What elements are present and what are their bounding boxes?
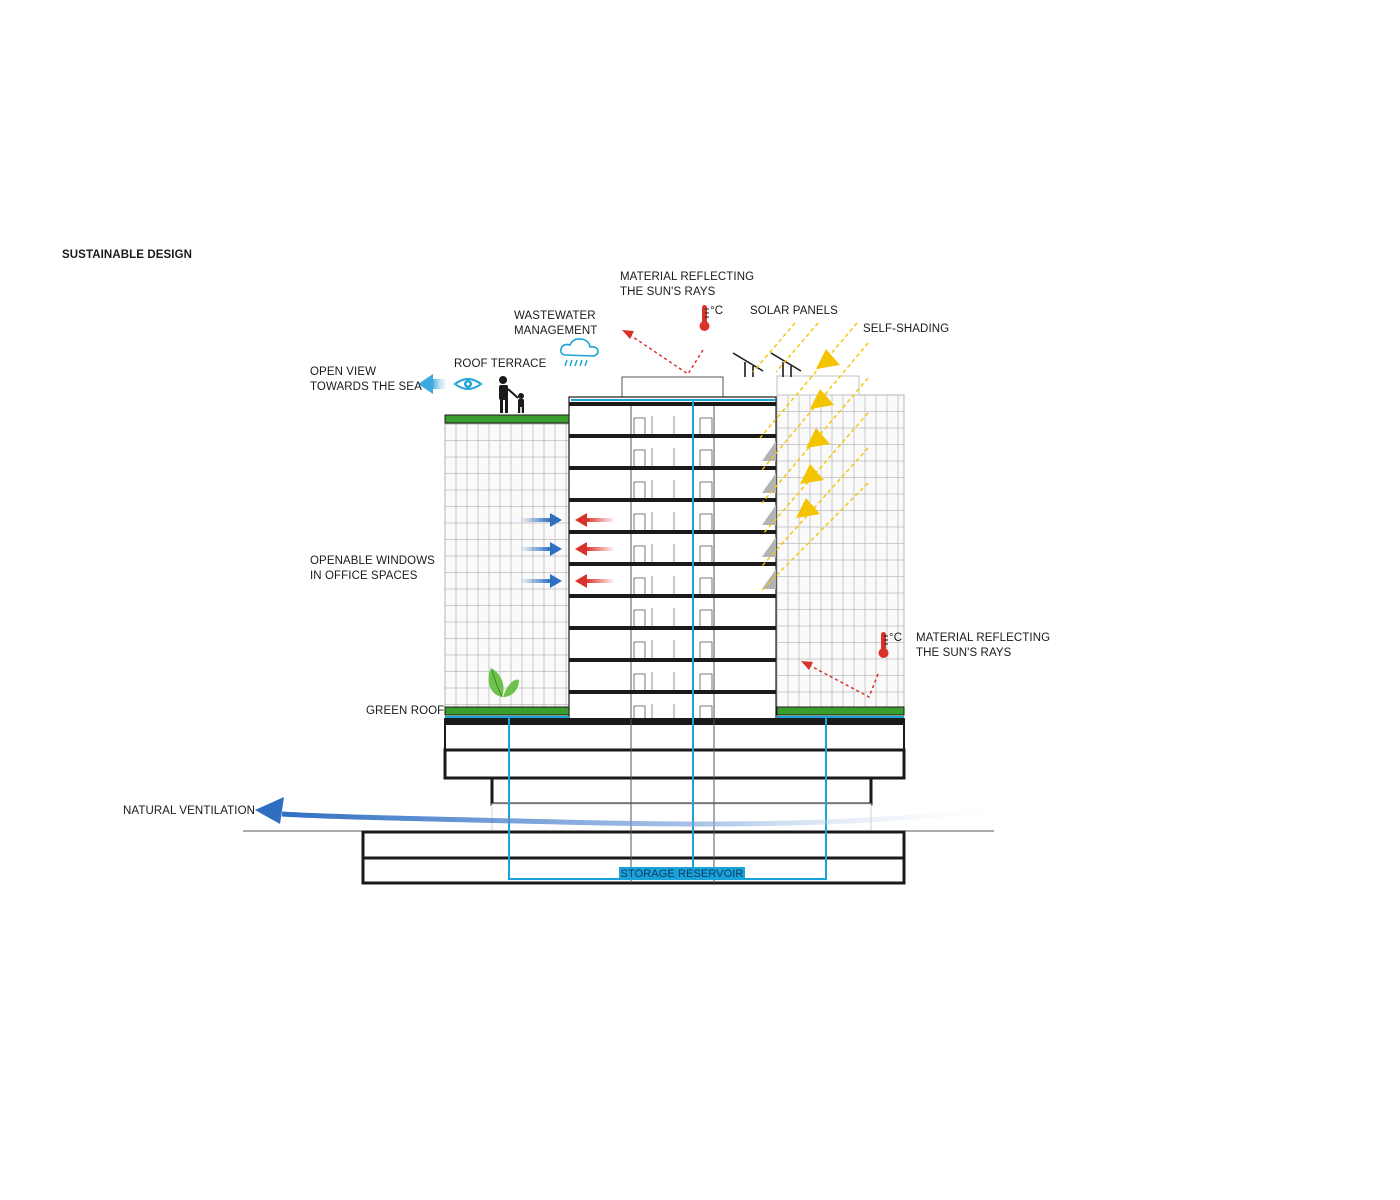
shade-wedge: [762, 473, 776, 493]
floor-slab: [569, 594, 776, 598]
shade-wedge: [762, 537, 776, 557]
door: [699, 449, 713, 466]
door: [699, 641, 713, 658]
storage-reservoir-label: STORAGE RESERVOIR: [621, 868, 744, 880]
door: [699, 481, 713, 498]
central-tower: [568, 376, 777, 723]
reflected-heat-arrow-top: [622, 330, 704, 376]
warm-air-arrow: [586, 547, 614, 551]
degree-label-top: °C: [710, 305, 723, 317]
thermometer-icon: °C: [878, 632, 902, 658]
sea-view-arrow: [418, 374, 446, 394]
floor-slab: [569, 530, 776, 534]
door: [633, 417, 646, 434]
door: [699, 705, 713, 719]
door: [699, 545, 713, 562]
window-ventilation-arrows: [521, 513, 614, 588]
warm-air-arrowhead: [575, 574, 587, 588]
door: [699, 577, 713, 594]
left-wing-facade: [444, 423, 570, 708]
open-view-line2: TOWARDS THE SEA: [310, 381, 422, 393]
sun-ray-arrow-icon: [800, 464, 824, 484]
door: [633, 641, 646, 658]
fresh-air-arrowhead: [550, 542, 562, 556]
door: [633, 545, 646, 562]
floor-slab: [569, 498, 776, 502]
people-icon: [499, 376, 524, 413]
door: [633, 481, 646, 498]
door: [633, 577, 646, 594]
solar-panels-label: SOLAR PANELS: [750, 305, 838, 317]
reflected-heat-arrow-right: [801, 661, 879, 699]
shade-wedge: [762, 441, 776, 461]
door: [699, 513, 713, 530]
podium: [443, 718, 906, 832]
natural-ventilation-arrow: [255, 797, 1029, 827]
door: [633, 609, 646, 626]
floor-slab: [569, 626, 776, 630]
floor-slab: [569, 402, 776, 406]
door: [699, 673, 713, 690]
sun-ray: [761, 447, 869, 567]
natural-ventilation-label: NATURAL VENTILATION: [123, 805, 255, 817]
warm-air-arrowhead: [575, 513, 587, 527]
floor-slab: [569, 690, 776, 694]
sun-ray: [775, 322, 819, 373]
door: [633, 513, 646, 530]
fresh-air-arrow: [521, 579, 551, 583]
degree-label-right: °C: [889, 632, 902, 644]
green-roof-label: GREEN ROOF: [366, 705, 444, 717]
warm-air-arrow: [586, 579, 614, 583]
sun-ray-arrow-icon: [796, 498, 820, 518]
leaf-icon: [488, 668, 519, 698]
open-view-line1: OPEN VIEW: [310, 366, 376, 378]
material-reflecting-top-line1: MATERIAL REFLECTING: [620, 271, 754, 283]
sun-ray: [761, 377, 869, 504]
sun-ray-arrow-icon: [806, 428, 830, 448]
sun-ray: [752, 322, 796, 373]
roof-terrace-label: ROOF TERRACE: [454, 358, 547, 370]
sun-ray-arrow-icon: [796, 349, 840, 518]
material-reflecting-right-line2: THE SUN'S RAYS: [916, 647, 1012, 659]
fresh-air-arrow: [521, 547, 551, 551]
green-roof-strips: [444, 414, 905, 716]
warm-air-arrowhead: [575, 542, 587, 556]
door: [633, 449, 646, 466]
storage-reservoir: STORAGE RESERVOIR: [619, 867, 745, 880]
roof-plant-room: [621, 376, 724, 398]
sun-ray-arrow-icon: [810, 389, 834, 409]
shade-wedge: [762, 569, 776, 589]
material-reflecting-right-line1: MATERIAL REFLECTING: [916, 632, 1050, 644]
wastewater-line1: WASTEWATER: [514, 310, 596, 322]
self-shading-label: SELF-SHADING: [863, 323, 949, 335]
warm-air-arrow: [586, 518, 614, 522]
openable-windows-line1: OPENABLE WINDOWS: [310, 555, 435, 567]
rain-cloud-icon: [560, 338, 599, 367]
floor-slab: [569, 466, 776, 470]
building-core: [630, 719, 715, 883]
floor-slab: [569, 562, 776, 566]
diagram-title: SUSTAINABLE DESIGN: [62, 249, 192, 261]
shade-wedge: [762, 505, 776, 525]
solar-panel-icon: [732, 352, 802, 377]
material-reflecting-top-line2: THE SUN'S RAYS: [620, 286, 716, 298]
door: [699, 609, 713, 626]
fresh-air-arrowhead: [550, 574, 562, 588]
door: [633, 673, 646, 690]
openable-windows-line2: IN OFFICE SPACES: [310, 570, 418, 582]
fresh-air-arrow: [521, 518, 551, 522]
floor-slab: [569, 434, 776, 438]
wastewater-line2: MANAGEMENT: [514, 325, 597, 337]
fresh-air-arrowhead: [550, 513, 562, 527]
floor-slab: [569, 658, 776, 662]
door: [699, 417, 713, 434]
sun-ray-arrow-icon: [816, 349, 840, 369]
door: [633, 705, 646, 719]
right-wing-facade: [776, 375, 905, 708]
eye-icon: [453, 378, 483, 390]
thermometer-icon: °C: [699, 305, 723, 331]
